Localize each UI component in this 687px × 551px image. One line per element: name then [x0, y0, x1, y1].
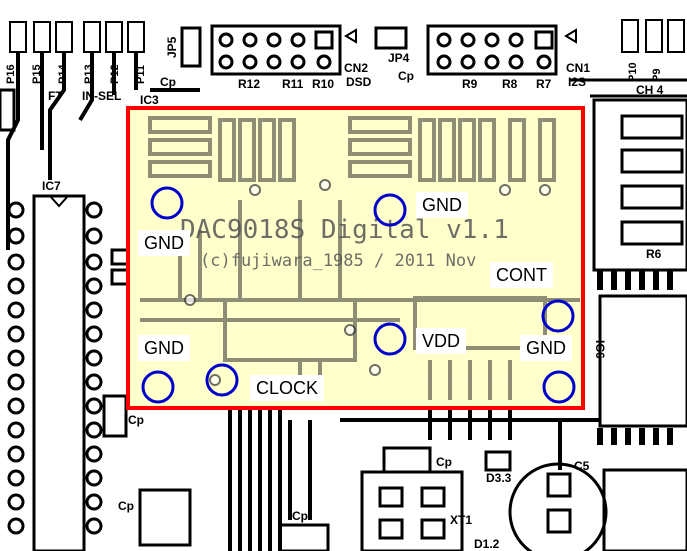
- label-r9: R9: [462, 77, 478, 91]
- label-p11: P11: [135, 65, 147, 84]
- label-ic6: IC6: [593, 340, 607, 359]
- label-in-sel: IN-SEL: [82, 89, 121, 103]
- label-jp5: JP5: [165, 36, 179, 58]
- label-p10: P10: [627, 62, 639, 82]
- label-cp-4: Cp: [118, 499, 134, 513]
- callout-vdd: VDD: [416, 328, 467, 354]
- label-cp-6: Cp: [436, 455, 452, 469]
- label-p9: P9: [651, 69, 663, 82]
- label-ic3: IC3: [140, 93, 159, 107]
- label-r6: R6: [646, 247, 662, 261]
- label-p12: P12: [109, 64, 121, 84]
- label-r10: R10: [312, 77, 334, 91]
- callout-gnd-left: GND: [138, 230, 190, 256]
- marker-gnd-top: [373, 193, 407, 227]
- label-p14: P14: [57, 64, 69, 84]
- label-xt1: XT1: [450, 513, 472, 527]
- label-plus: +: [554, 454, 565, 474]
- callout-clock: CLOCK: [250, 375, 325, 401]
- callout-gnd-bottom-left: GND: [138, 335, 190, 361]
- label-cp-1: Cp: [160, 75, 176, 89]
- marker-vdd: [373, 322, 407, 356]
- label-i2s: I2S: [568, 75, 586, 89]
- marker-cont: [541, 299, 575, 333]
- label-r12: R12: [238, 77, 260, 91]
- label-c5: C5: [574, 459, 590, 473]
- label-cp-3: Cp: [128, 413, 144, 427]
- label-d12: D1.2: [474, 537, 500, 551]
- label-cp-2: Cp: [398, 69, 414, 83]
- label-p15: P15: [31, 64, 43, 84]
- label-r11: R11: [282, 77, 304, 91]
- board-author: (c)fujiwara_1985 / 2011 Nov: [200, 251, 476, 271]
- callout-cont: CONT: [490, 262, 553, 288]
- label-d33: D3.3: [486, 471, 512, 485]
- marker-gnd-bottom-left: [141, 370, 175, 404]
- label-ft: FT: [48, 89, 63, 103]
- pcb-traces: [0, 19, 687, 551]
- label-r8: R8: [502, 77, 518, 91]
- label-p16: P16: [5, 64, 17, 84]
- board-title: DAC9018S Digital v1.1: [180, 215, 509, 245]
- callout-gnd-top: GND: [416, 192, 468, 218]
- label-r7: R7: [536, 77, 552, 91]
- label-dsd: DSD: [346, 75, 372, 89]
- label-cp-5: Cp: [292, 509, 308, 523]
- label-p13: P13: [83, 64, 95, 84]
- label-ch4: CH 4: [636, 83, 664, 97]
- marker-clock: [205, 363, 239, 397]
- label-jp4: JP4: [388, 51, 410, 65]
- callout-gnd-right: GND: [520, 335, 572, 361]
- label-cn2: CN2: [344, 61, 368, 75]
- label-cn1: CN1: [566, 61, 590, 75]
- highlight-box: [126, 106, 585, 410]
- highlight-region: DAC9018S Digital v1.1 (c)fujiwara_1985 /…: [126, 106, 585, 410]
- marker-gnd-left: [150, 186, 184, 220]
- marker-gnd-right: [542, 370, 576, 404]
- label-ic7: IC7: [42, 179, 61, 193]
